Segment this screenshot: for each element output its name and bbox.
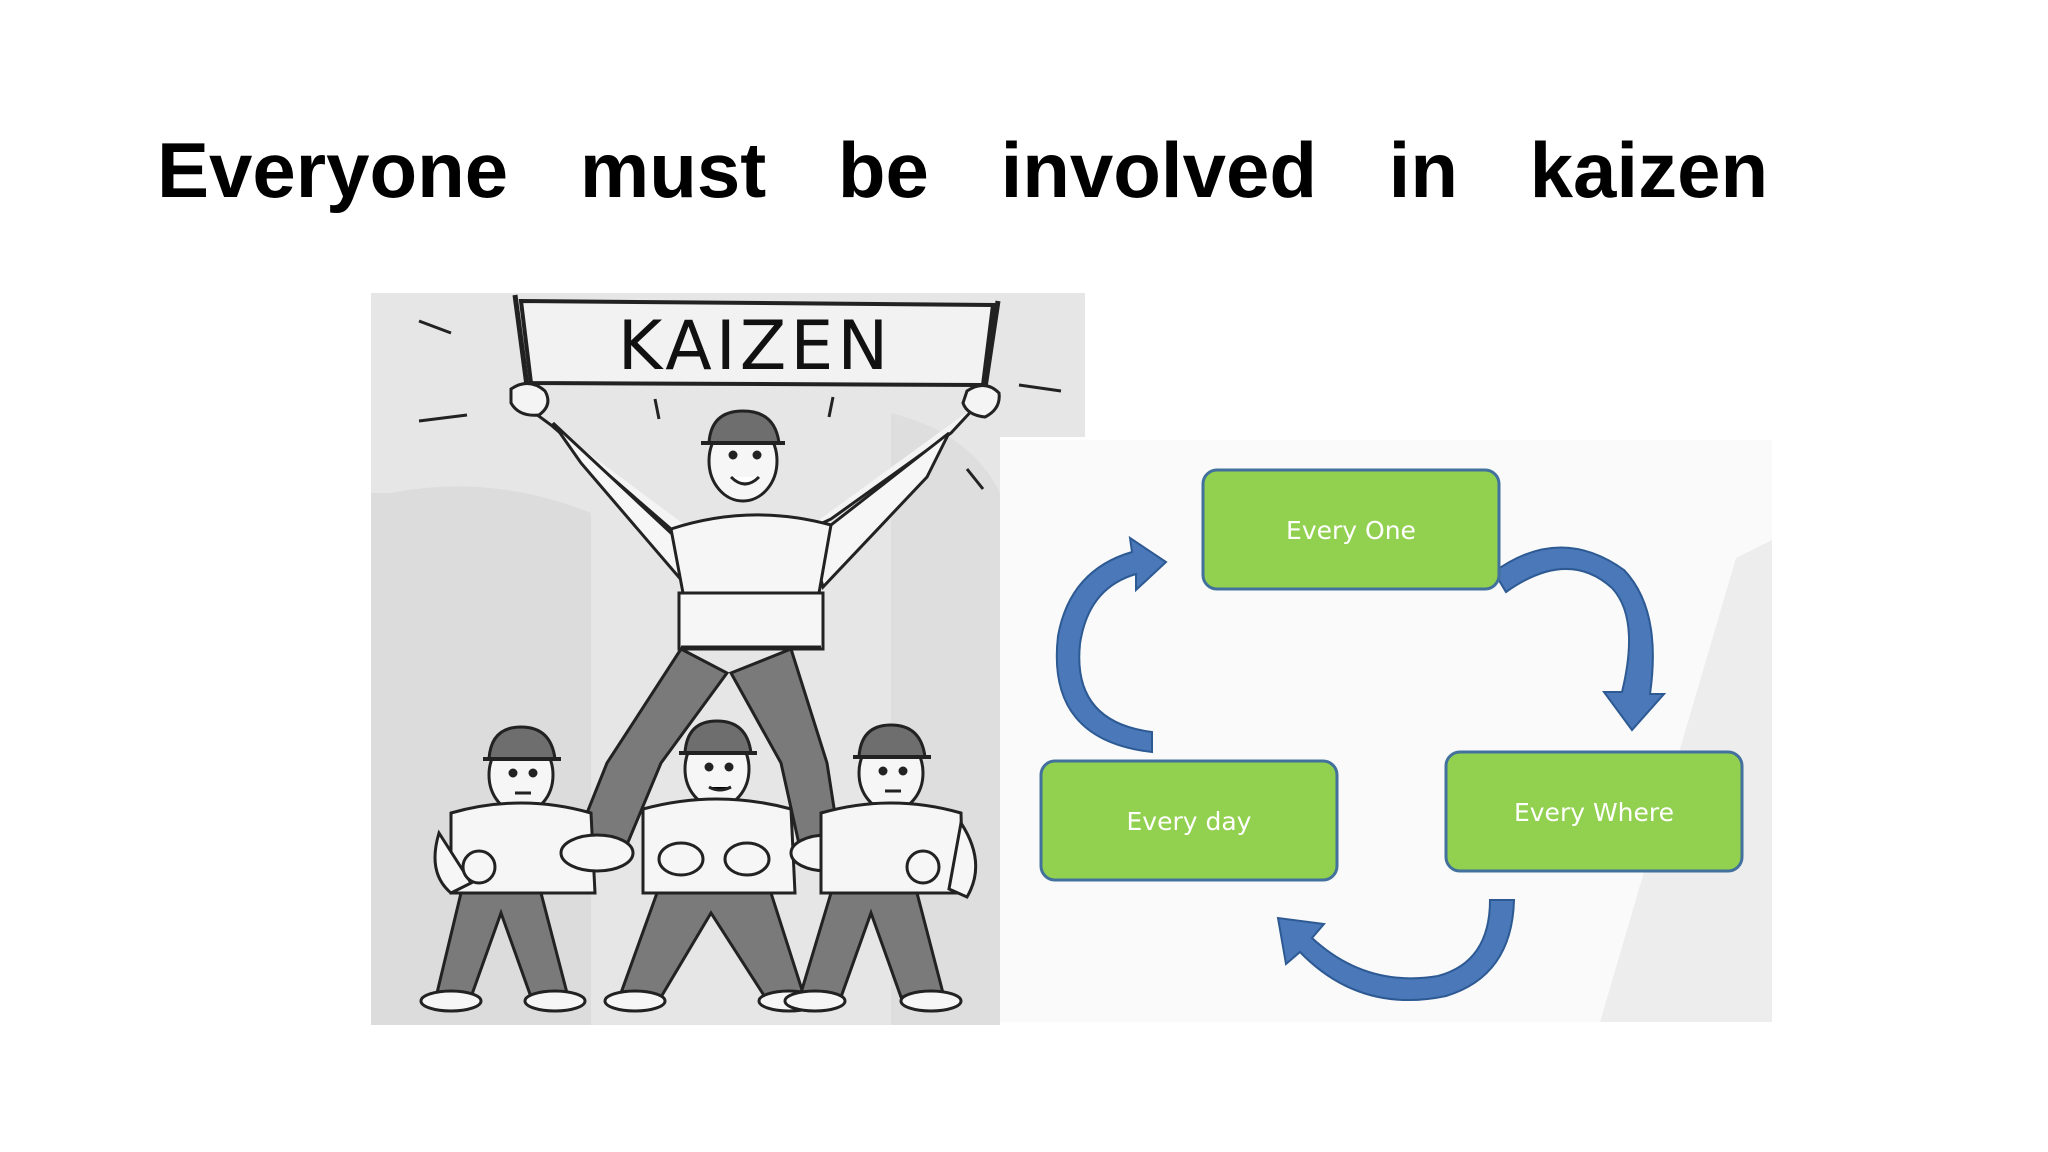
arrow-bottom-icon xyxy=(1276,899,1516,1002)
cycle-diagram: Every One Every Where Every day xyxy=(1000,440,1772,1022)
arrow-right-icon xyxy=(1492,546,1667,732)
slide-title: Everyone must be involved in kaizen xyxy=(157,126,1769,214)
step-label: Every day xyxy=(1127,807,1252,836)
top-figure xyxy=(509,382,1001,861)
banner-text: KAIZEN xyxy=(618,307,892,386)
step-every-day: Every day xyxy=(1039,759,1339,882)
step-label: Every One xyxy=(1286,516,1416,545)
motion-strokes xyxy=(418,319,1062,490)
cycle-arrows xyxy=(1055,535,1667,1002)
arrow-left-icon xyxy=(1055,535,1168,754)
bottom-figure-left xyxy=(419,725,597,1013)
step-every-one: Every One xyxy=(1201,468,1501,591)
kaizen-illustration: KAIZEN xyxy=(371,293,1085,1025)
step-every-where: Every Where xyxy=(1444,750,1744,873)
step-label: Every Where xyxy=(1514,798,1674,827)
bottom-figure-right xyxy=(783,723,978,1013)
